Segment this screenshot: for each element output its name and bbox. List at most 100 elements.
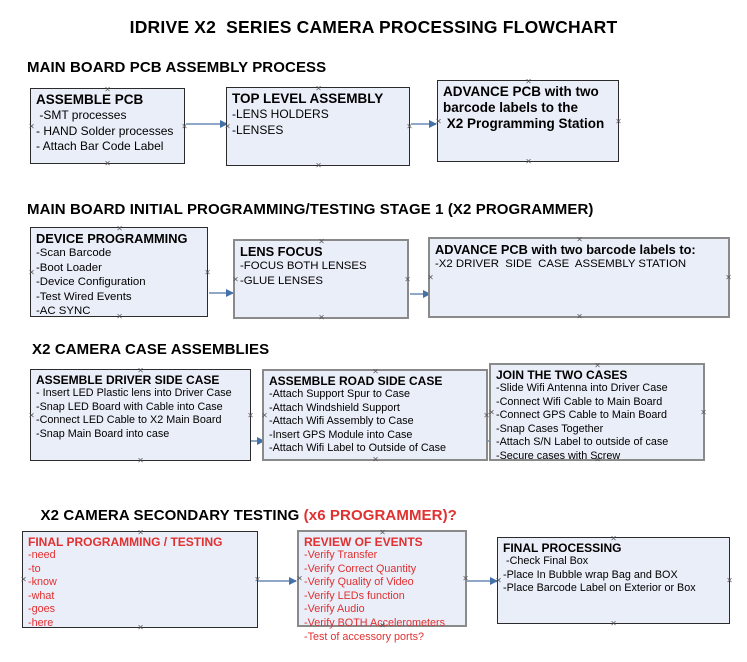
resize-handle-bottom[interactable] (525, 158, 532, 165)
node-line: -Attach Windshield Support (269, 401, 400, 414)
node-line: -Verify Quality of Video (304, 576, 414, 589)
node-device-programming[interactable]: DEVICE PROGRAMMING -Scan Barcode -Boot L… (30, 227, 208, 317)
node-line: -Test Wired Events (36, 290, 132, 303)
connector-arrow (186, 119, 228, 128)
resize-handle-right[interactable] (725, 274, 732, 281)
section-heading-4: X2 CAMERA SECONDARY TESTING (x6 PROGRAMM… (32, 490, 457, 524)
node-line: -need (28, 549, 56, 561)
node-line: -Attach Support Spur to Case (269, 388, 411, 400)
node-lens-focus[interactable]: LENS FOCUS -FOCUS BOTH LENSES -GLUE LENS… (233, 239, 409, 319)
node-line: -Boot Loader (36, 261, 102, 274)
node-line: -to (28, 562, 41, 575)
node-line: -Device Configuration (36, 276, 146, 289)
node-line: -Snap LED Board with Cable into Case (36, 400, 223, 413)
node-title: ADVANCE PCB with two (443, 84, 599, 99)
node-review-of-events[interactable]: REVIEW OF EVENTS -Verify Transfer -Verif… (296, 530, 467, 643)
node-title: ASSEMBLE DRIVER SIDE CASE (36, 373, 220, 387)
node-line: -Attach S/N Label to outside of case (496, 436, 669, 449)
node-top-level-assembly[interactable]: TOP LEVEL ASSEMBLY -LENS HOLDERS -LENSES (226, 87, 410, 166)
node-title: TOP LEVEL ASSEMBLY (232, 91, 384, 106)
node-title: FINAL PROGRAMMING / TESTING (28, 535, 223, 549)
page-title: IDRIVE X2 SERIES CAMERA PROCESSING FLOWC… (129, 17, 618, 37)
resize-handle-left[interactable] (427, 274, 434, 281)
node-line: -Attach Wifi Assembly to Case (269, 415, 414, 428)
node-title: LENS FOCUS (240, 244, 323, 259)
node-line: -Secure cases with Screw (496, 449, 621, 462)
resize-handle-left[interactable] (28, 412, 35, 419)
node-line: -Check Final Box (503, 555, 589, 567)
resize-handle-bottom[interactable] (576, 313, 583, 320)
connector-arrow (209, 288, 234, 297)
node-line: -Connect Wifi Cable to Main Board (496, 395, 663, 408)
connector-arrow (467, 576, 498, 585)
resize-handle-bottom[interactable] (372, 456, 379, 463)
node-title: ASSEMBLE PCB (36, 92, 144, 107)
node-line: -GLUE LENSES (240, 274, 323, 287)
section-heading-1: MAIN BOARD PCB ASSEMBLY PROCESS (27, 59, 327, 76)
resize-handle-bottom[interactable] (610, 620, 617, 627)
connector-arrow (410, 289, 431, 298)
node-line: -Attach Wifi Label to Outside of Case (269, 442, 447, 455)
node-title: REVIEW OF EVENTS (304, 535, 423, 549)
connector-arrow (411, 119, 437, 128)
node-line: -X2 DRIVER SIDE CASE ASSEMBLY STATION (435, 258, 687, 270)
node-line: -Snap Cases Together (496, 422, 604, 435)
node-line: -Verify Audio (304, 603, 365, 616)
resize-handle-left[interactable] (28, 269, 35, 276)
node-line: -AC SYNC (36, 305, 91, 318)
node-title: JOIN THE TWO CASES (496, 368, 628, 382)
node-line: -Place Barcode Label on Exterior or Box (503, 582, 696, 595)
node-line: -FOCUS BOTH LENSES (240, 260, 367, 272)
node-line: -LENSES (232, 122, 284, 137)
connector-arrow (258, 576, 297, 585)
connector-arrow (251, 436, 265, 445)
node-line: -Place In Bubble wrap Bag and BOX (503, 568, 678, 581)
node-line: -Connect LED Cable to X2 Main Board (36, 414, 222, 427)
node-line: -Verify Transfer (304, 549, 378, 561)
node-line: -SMT processes (36, 108, 127, 122)
node-line: -what (28, 589, 55, 602)
node-line: -Connect GPS Cable to Main Board (496, 409, 668, 422)
node-assemble-pcb[interactable]: ASSEMBLE PCB -SMT processes - HAND Solde… (30, 88, 185, 164)
node-title: ASSEMBLE ROAD SIDE CASE (269, 374, 443, 388)
node-line: -Insert GPS Module into Case (269, 428, 413, 441)
node-line: -Verify LEDs function (304, 589, 405, 602)
node-assemble-driver-side-case[interactable]: ASSEMBLE DRIVER SIDE CASE - Insert LED P… (30, 369, 251, 461)
node-line: -Verify Correct Quantity (304, 562, 417, 575)
node-line-overflow: -Test of accessory ports? (304, 630, 425, 643)
resize-handle-bottom[interactable] (104, 160, 111, 167)
section-heading-4-accent: (x6 PROGRAMMER)? (303, 507, 457, 524)
node-join-the-two-cases[interactable]: JOIN THE TWO CASES -Slide Wifi Antenna i… (488, 363, 705, 462)
resize-handle-left[interactable] (296, 575, 303, 582)
node-line: -Slide Wifi Antenna into Driver Case (496, 382, 668, 394)
node-line: -Verify BOTH Accelerometers (304, 616, 445, 629)
node-line: - HAND Solder processes (36, 123, 174, 138)
node-advance-pcb-programming-station[interactable]: ADVANCE PCB with two barcode labels to t… (437, 80, 619, 162)
node-advance-pcb-driver-side-case[interactable]: ADVANCE PCB with two barcode labels to: … (428, 237, 730, 318)
node-assemble-road-side-case[interactable]: ASSEMBLE ROAD SIDE CASE -Attach Support … (262, 369, 488, 461)
node-line: -LENS HOLDERS (232, 107, 329, 121)
node-title: DEVICE PROGRAMMING (36, 231, 188, 246)
resize-handle-bottom[interactable] (137, 457, 144, 464)
section-heading-2: MAIN BOARD INITIAL PROGRAMMING/TESTING S… (27, 201, 594, 218)
node-line: -know (28, 576, 57, 589)
resize-handle-bottom[interactable] (318, 314, 325, 321)
resize-handle-left[interactable] (261, 412, 268, 419)
node-line: -here (28, 616, 54, 629)
node-line: - Attach Bar Code Label (36, 139, 164, 153)
node-line: X2 Programming Station (443, 116, 605, 131)
node-title: FINAL PROCESSING (503, 541, 622, 555)
node-final-processing[interactable]: FINAL PROCESSING -Check Final Box -Place… (497, 537, 730, 624)
resize-handle-left[interactable] (488, 409, 495, 416)
node-line: -Scan Barcode (36, 247, 112, 259)
node-line: -Snap Main Board into case (36, 427, 170, 440)
section-heading-3: X2 CAMERA CASE ASSEMBLIES (32, 341, 270, 358)
resize-handle-left[interactable] (20, 576, 27, 583)
resize-handle-left[interactable] (232, 276, 239, 283)
node-final-programming-testing[interactable]: FINAL PROGRAMMING / TESTING -need -to -k… (20, 531, 258, 629)
node-line: - Insert LED Plastic lens into Driver Ca… (36, 387, 232, 399)
resize-handle-left[interactable] (28, 123, 35, 130)
node-title: ADVANCE PCB with two barcode labels to: (435, 242, 696, 257)
section-heading-4-text: X2 CAMERA SECONDARY TESTING (40, 507, 304, 524)
resize-handle-bottom[interactable] (315, 162, 322, 169)
